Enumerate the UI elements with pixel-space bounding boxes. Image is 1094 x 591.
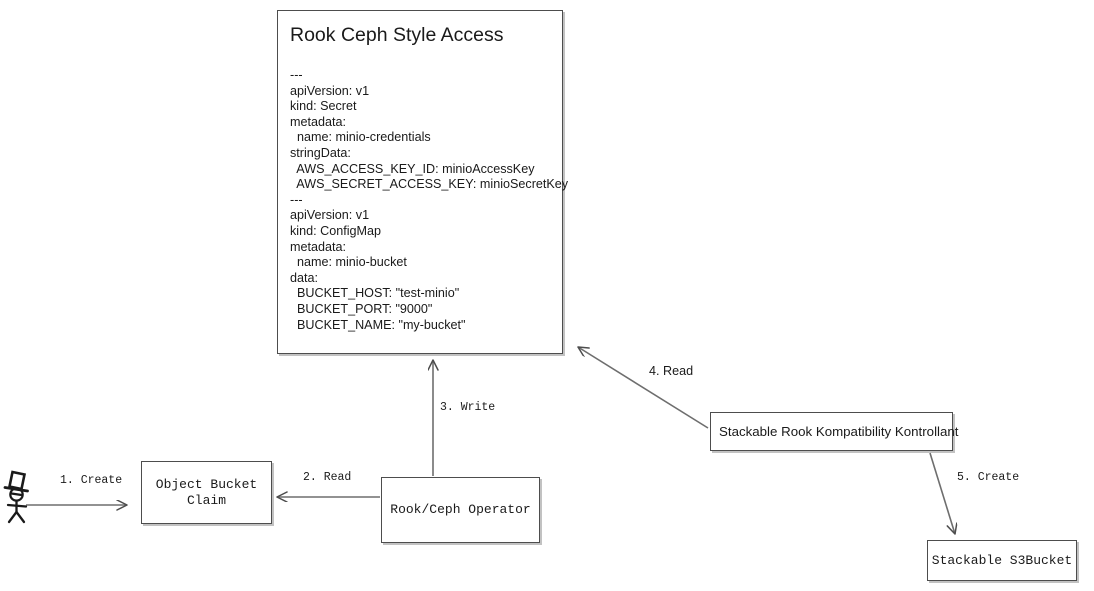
- node-rook-ceph-operator-label: Rook/Ceph Operator: [390, 502, 531, 517]
- node-stackable-s3bucket[interactable]: Stackable S3Bucket: [927, 540, 1077, 581]
- edge-read-yaml: [578, 347, 709, 429]
- edge-create-s3bucket: [929, 452, 955, 534]
- node-rook-ceph-operator[interactable]: Rook/Ceph Operator: [381, 477, 540, 543]
- node-stackable-s3bucket-label: Stackable S3Bucket: [931, 552, 1073, 568]
- edge-label-1-create: 1. Create: [60, 474, 123, 487]
- node-object-bucket-claim-label: Object Bucket Claim: [155, 476, 258, 508]
- edge-label-4-read: 4. Read: [649, 364, 694, 378]
- yaml-card-title: Rook Ceph Style Access: [290, 24, 504, 46]
- stick-figure-top-hat-icon: [3, 470, 29, 524]
- node-object-bucket-claim[interactable]: Object Bucket Claim: [141, 461, 272, 524]
- edge-label-2-read: 2. Read: [303, 471, 352, 484]
- yaml-card-body: --- apiVersion: v1 kind: Secret metadata…: [290, 68, 569, 332]
- yaml-card-rook-ceph-style-access: Rook Ceph Style Access --- apiVersion: v…: [277, 10, 569, 354]
- edge-label-3-write: 3. Write: [440, 401, 496, 414]
- node-srkk-label: Stackable Rook Kompatibility Kontrollant: [719, 423, 959, 439]
- node-stackable-rook-kompatibility-kontrollant[interactable]: Stackable Rook Kompatibility Kontrollant: [710, 412, 958, 451]
- edge-label-5-create: 5. Create: [957, 471, 1020, 484]
